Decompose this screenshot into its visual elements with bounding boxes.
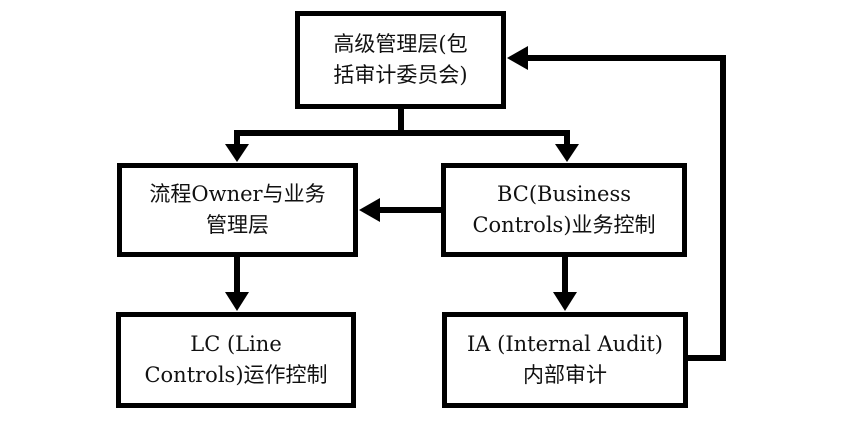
ia-feedback-line — [527, 55, 726, 361]
internal-audit-node: IA (Internal Audit) 内部审计 — [442, 312, 688, 408]
process-owner-label-line2: 管理层 — [206, 213, 269, 237]
internal-audit-label-line1: IA (Internal Audit) — [467, 332, 663, 356]
arrowhead-feedback-to-top — [507, 46, 528, 70]
internal-audit-label-line2: 内部审计 — [523, 363, 607, 387]
process-owner-node: 流程Owner与业务 管理层 — [117, 163, 358, 257]
line-controls-node: LC (Line Controls)运作控制 — [116, 312, 356, 408]
split-bar-line — [234, 130, 570, 147]
line-controls-label-line2: Controls)运作控制 — [144, 363, 328, 387]
arrowhead-bc-to-po — [359, 198, 380, 222]
arrowhead-to-lc — [225, 292, 249, 311]
business-controls-label-line1: BC(Business — [496, 182, 632, 206]
senior-management-label-line2: 括审计委员会) — [333, 63, 468, 87]
senior-management-label-line1: 高级管理层(包 — [333, 32, 468, 56]
process-owner-label-line1: 流程Owner与业务 — [149, 182, 326, 206]
arrowhead-to-po — [225, 144, 249, 162]
business-controls-node: BC(Business Controls)业务控制 — [441, 163, 687, 257]
arrowhead-to-ia — [553, 292, 577, 311]
arrowhead-to-bc — [555, 144, 579, 162]
senior-management-node: 高级管理层(包 括审计委员会) — [295, 11, 506, 109]
line-controls-label-line1: LC (Line — [190, 332, 282, 356]
business-controls-label-line2: Controls)业务控制 — [472, 213, 656, 237]
